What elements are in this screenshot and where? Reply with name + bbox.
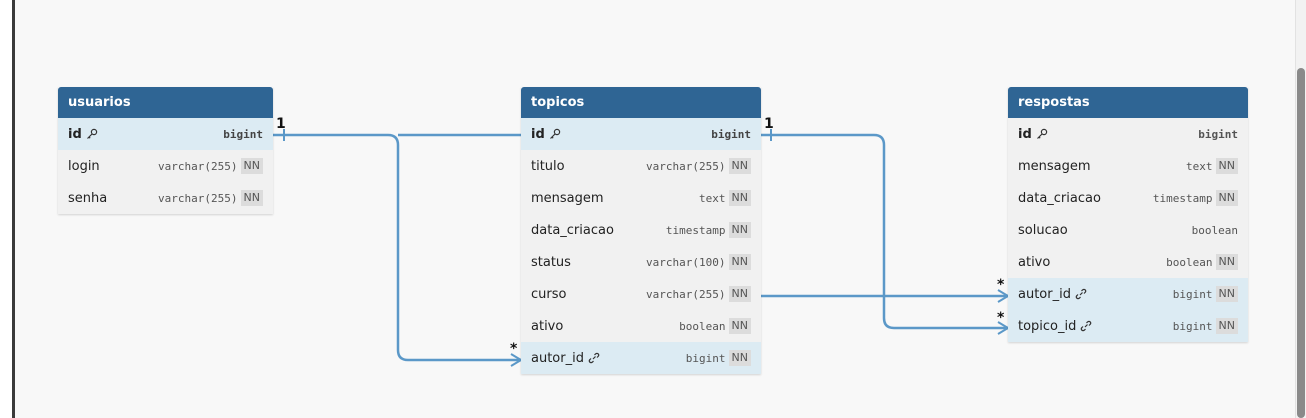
table-row[interactable]: solucao boolean [1008, 214, 1248, 246]
link-usuarios-topicos [273, 133, 521, 362]
table-row[interactable]: ativo boolean NN [1008, 246, 1248, 278]
not-null-badge: NN [1215, 286, 1238, 302]
column-name: autor_id [531, 350, 584, 366]
column-type: text [699, 191, 726, 205]
not-null-badge: NN [1215, 254, 1238, 270]
table-row[interactable]: login varchar(255) NN [58, 150, 273, 182]
window-left-edge [0, 0, 15, 418]
column-type: varchar(255) [646, 159, 726, 173]
cardinality-many-topicos: * [510, 341, 518, 357]
not-null-badge: NN [1215, 190, 1238, 206]
table-row[interactable]: titulo varchar(255) NN [521, 150, 761, 182]
column-type: varchar(255) [158, 159, 238, 173]
not-null-badge: NN [240, 190, 263, 206]
column-type: boolean [1166, 255, 1213, 269]
column-name: solucao [1018, 222, 1068, 238]
cardinality-many-respostas-topico: * [997, 310, 1005, 326]
column-name: ativo [1018, 254, 1051, 270]
column-type: varchar(100) [646, 255, 726, 269]
column-type: bigint [1198, 127, 1238, 141]
not-null-badge: NN [728, 350, 751, 366]
table-respostas[interactable]: respostas id bigint mensagem text NN dat… [1008, 87, 1248, 342]
table-row[interactable]: mensagem text NN [521, 182, 761, 214]
cardinality-one-usuarios: 1 [276, 116, 286, 132]
key-icon [86, 128, 98, 140]
column-type: boolean [1191, 223, 1238, 237]
cardinality-many-respostas-autor: * [997, 277, 1005, 293]
not-null-badge: NN [728, 286, 751, 302]
table-usuarios[interactable]: usuarios id bigint login varchar(255) NN… [58, 87, 273, 214]
table-title[interactable]: respostas [1008, 87, 1248, 118]
not-null-badge: NN [1215, 158, 1238, 174]
not-null-badge: NN [728, 222, 751, 238]
column-name: topico_id [1018, 318, 1077, 334]
column-name: id [531, 126, 545, 142]
column-type: varchar(255) [646, 287, 726, 301]
not-null-badge: NN [1215, 318, 1238, 334]
column-name: autor_id [1018, 286, 1071, 302]
not-null-badge: NN [728, 254, 751, 270]
vertical-scrollbar[interactable] [1295, 0, 1306, 418]
key-icon [549, 128, 561, 140]
column-name: titulo [531, 158, 565, 174]
column-type: bigint [1172, 319, 1213, 333]
table-row[interactable]: data_criacao timestamp NN [1008, 182, 1248, 214]
column-name: data_criacao [531, 222, 614, 238]
table-row[interactable]: topico_id bigint NN [1008, 310, 1248, 342]
table-row[interactable]: senha varchar(255) NN [58, 182, 273, 214]
link-icon [1080, 320, 1092, 332]
column-type: text [1186, 159, 1213, 173]
scrollbar-thumb[interactable] [1297, 68, 1305, 418]
key-icon [1036, 128, 1048, 140]
not-null-badge: NN [240, 158, 263, 174]
table-row[interactable]: id bigint [58, 118, 273, 150]
link-icon [588, 352, 600, 364]
column-name: senha [68, 190, 108, 206]
column-type: timestamp [1152, 191, 1213, 205]
column-name: id [1018, 126, 1032, 142]
column-type: timestamp [665, 223, 726, 237]
table-row[interactable]: id bigint [1008, 118, 1248, 150]
column-name: mensagem [531, 190, 604, 206]
table-row[interactable]: mensagem text NN [1008, 150, 1248, 182]
table-title[interactable]: usuarios [58, 87, 273, 118]
table-title[interactable]: topicos [521, 87, 761, 118]
column-name: data_criacao [1018, 190, 1101, 206]
table-topicos[interactable]: topicos id bigint titulo varchar(255) NN… [521, 87, 761, 374]
table-row[interactable]: curso varchar(255) NN [521, 278, 761, 310]
not-null-badge: NN [728, 158, 751, 174]
column-type: bigint [223, 127, 263, 141]
column-name: login [68, 158, 100, 174]
column-name: mensagem [1018, 158, 1091, 174]
link-topicos-respostas [760, 133, 1008, 330]
table-row[interactable]: autor_id bigint NN [521, 342, 761, 374]
link-icon [1075, 288, 1087, 300]
table-row[interactable]: autor_id bigint NN [1008, 278, 1248, 310]
table-row[interactable]: data_criacao timestamp NN [521, 214, 761, 246]
column-name: status [531, 254, 571, 270]
table-row[interactable]: ativo boolean NN [521, 310, 761, 342]
column-name: curso [531, 286, 567, 302]
cardinality-one-topicos: 1 [764, 116, 774, 132]
table-row[interactable]: id bigint [521, 118, 761, 150]
column-name: ativo [531, 318, 564, 334]
not-null-badge: NN [728, 318, 751, 334]
column-type: boolean [679, 319, 726, 333]
column-name: id [68, 126, 82, 142]
column-type: bigint [711, 127, 751, 141]
not-null-badge: NN [728, 190, 751, 206]
table-row[interactable]: status varchar(100) NN [521, 246, 761, 278]
column-type: varchar(255) [158, 191, 238, 205]
column-type: bigint [685, 351, 726, 365]
column-type: bigint [1172, 287, 1213, 301]
